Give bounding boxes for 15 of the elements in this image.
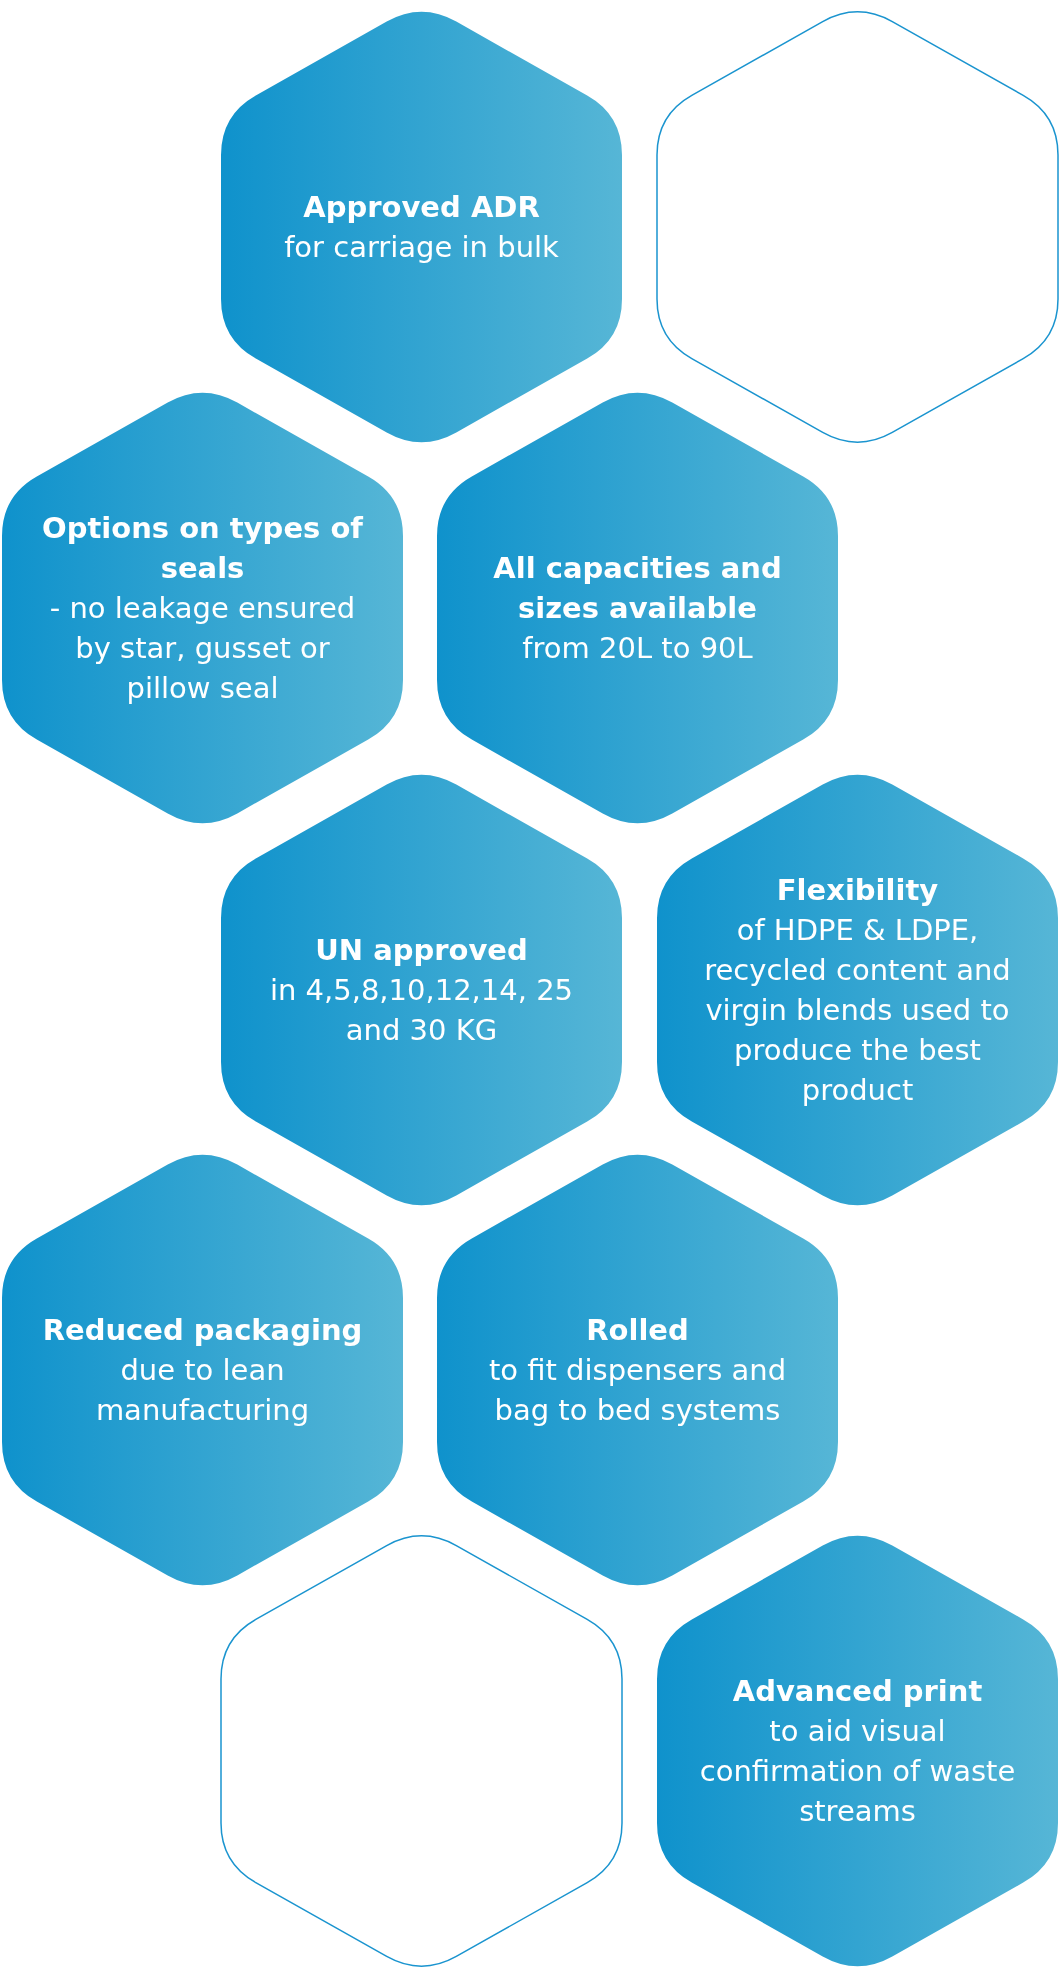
tile-text: for carriage in bulk (284, 229, 559, 266)
tile-heading: Rolled (586, 1312, 689, 1349)
tile-heading: Advanced print (732, 1673, 983, 1710)
tile-text: due to lean manufacturing (94, 1352, 311, 1429)
tile-text: to fit dispensers and bag to bed systems (487, 1352, 788, 1429)
tile-heading: UN approved (315, 932, 528, 969)
tile-heading: Approved ADR (303, 189, 540, 226)
tile-heading: Options on types of seals (41, 510, 364, 587)
tile-text: from 20L to 90L (522, 630, 753, 667)
tile-text: - no leakage ensured by star, gusset or pillow seal (48, 590, 357, 707)
tile-heading: Flexibility (776, 872, 939, 909)
tile-heading: Reduced packaging (42, 1312, 363, 1349)
tile-text: in 4,5,8,10,12,14, 25 and 30 KG (268, 972, 575, 1049)
tile-text: to aid visual confirmation of waste streams (698, 1713, 1017, 1830)
tile-text: of HDPE & LDPE, recycled content and virgin blends used to produce the best product (703, 912, 1012, 1109)
